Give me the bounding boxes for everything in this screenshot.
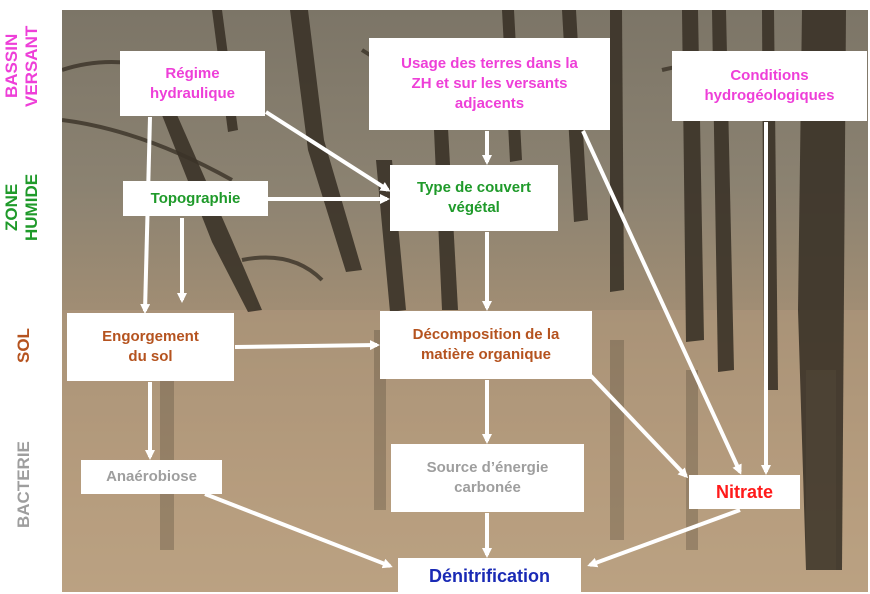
arrow-anaerobiose-to-denitrification [204, 492, 393, 569]
node-usage-des-terres: Usage des terres dans la ZH et sur les v… [369, 38, 610, 130]
arrow-engorgement-to-decomposition [234, 340, 380, 351]
arrow-decomposition-to-nitrate [588, 373, 689, 479]
node-source-energie-carbonee: Source d’énergie carbonée [391, 444, 584, 512]
node-denitrification: Dénitrification [398, 558, 581, 594]
node-conditions-hydrogeologiques: Conditions hydrogéologiques [672, 51, 867, 121]
node-nitrate: Nitrate [689, 475, 800, 509]
arrow-nitrate-to-denitrification [587, 508, 741, 568]
node-topographie: Topographie [123, 181, 268, 216]
arrow-usage-to-nitrate [581, 130, 742, 475]
arrow-regime-to-couvert [264, 110, 391, 192]
node-decomposition-matiere-organique: Décomposition de la matière organique [380, 311, 592, 379]
node-regime-hydraulique: Régime hydraulique [120, 51, 265, 116]
node-anaerobiose: Anaérobiose [81, 460, 222, 494]
node-engorgement-du-sol: Engorgement du sol [67, 313, 234, 381]
node-type-de-couvert-vegetal: Type de couvert végétal [390, 165, 558, 231]
